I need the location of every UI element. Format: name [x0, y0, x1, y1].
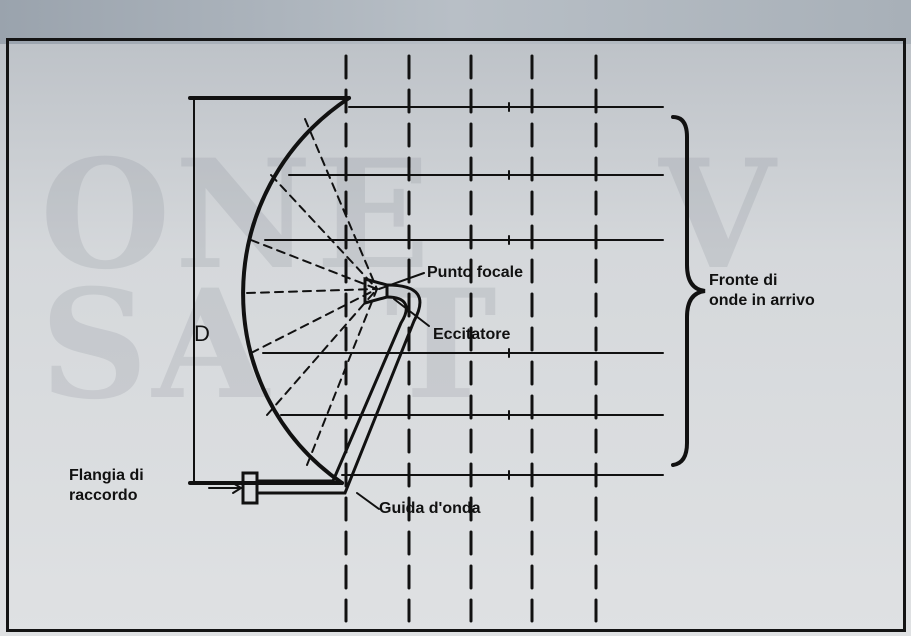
wavefront-label-line2: onde in arrivo	[709, 292, 815, 309]
focal-pointer	[378, 272, 425, 290]
flange	[241, 471, 259, 505]
focal-point-label: Punto focale	[427, 264, 524, 281]
antenna-diagram	[188, 54, 706, 623]
flange-label-line1: Flangia di	[69, 467, 144, 484]
wavefront-label-line1: Fronte di	[709, 272, 778, 289]
exciter-label: Eccitatore	[433, 326, 511, 343]
waveguide	[257, 283, 422, 495]
exciter-pointer	[393, 298, 430, 327]
dimension-d	[188, 96, 351, 485]
dimension-label: D	[194, 321, 210, 346]
header-strip	[0, 0, 911, 44]
flange-label-line2: raccordo	[69, 487, 138, 504]
dashed-lines	[344, 54, 598, 623]
waveguide-label: Guida d'onda	[379, 500, 481, 517]
figure-frame: D Punto focale Eccitatore Fronte di onde…	[6, 38, 906, 632]
reflected-rays	[246, 118, 378, 466]
wavefront-brace	[671, 115, 706, 467]
waveguide-pointer	[356, 492, 380, 510]
parabolic-dish	[241, 96, 351, 485]
